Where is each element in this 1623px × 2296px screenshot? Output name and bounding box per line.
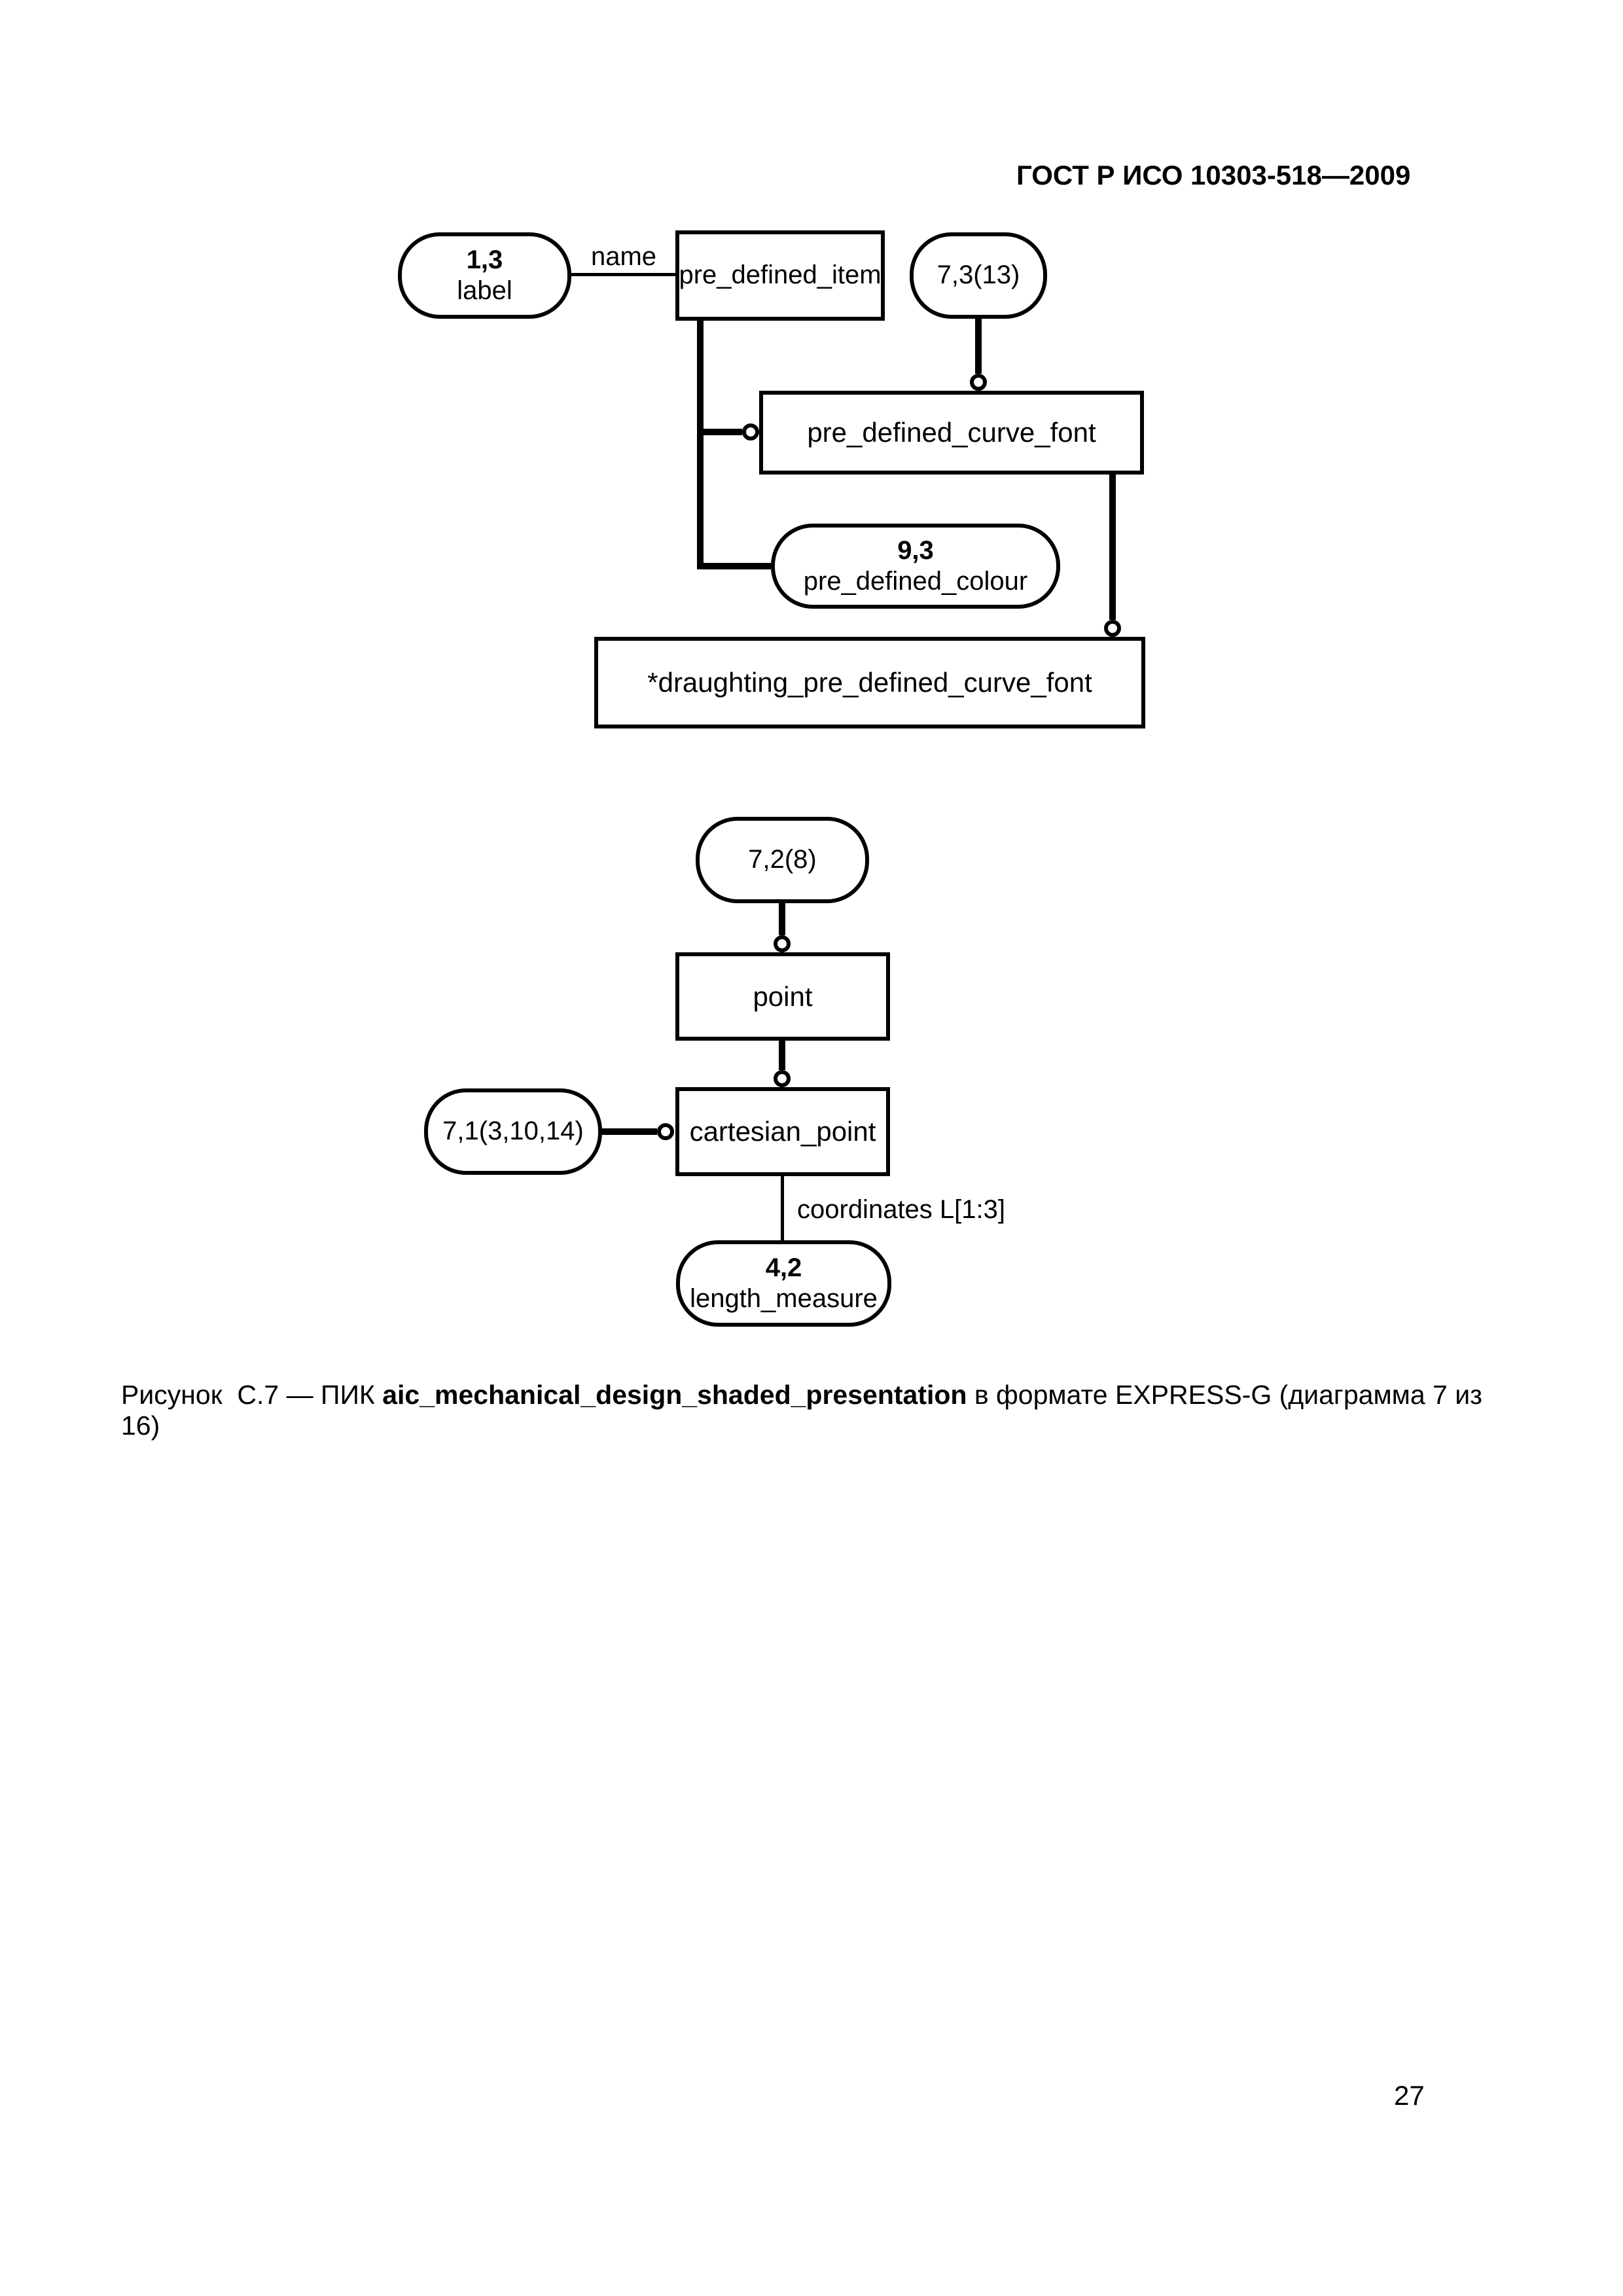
entity-box-cartesian-point: cartesian_point [675, 1087, 890, 1176]
page-ref-number: 9,3 [897, 535, 934, 565]
subtype-circle-marker [657, 1123, 674, 1140]
edge-coordinates-label: coordinates L[1:3] [797, 1195, 1005, 1224]
edge-coordinates-line [781, 1176, 784, 1240]
page-ref-oval-length-measure: 4,2 length_measure [676, 1240, 891, 1327]
subtype-line-7-1-to-cartesian [602, 1128, 657, 1135]
page-ref-oval-7-2-8: 7,2(8) [696, 817, 869, 903]
page-number: 27 [1394, 2080, 1425, 2111]
subtype-circle-marker [774, 935, 791, 952]
subtype-circle-marker [970, 374, 987, 391]
subtype-circle-marker [1104, 620, 1121, 637]
entity-box-draughting-pre-defined-curve-font: *draughting_pre_defined_curve_font [594, 637, 1145, 728]
entity-box-pre-defined-curve-font: pre_defined_curve_font [759, 391, 1144, 475]
subtype-circle-marker [774, 1070, 791, 1087]
page-ref-number: 1,3 [466, 245, 503, 274]
page-ref-number: 4,2 [765, 1253, 802, 1282]
subtype-line-7-2-to-point [779, 903, 785, 935]
page-ref-oval-label: 1,3 label [398, 232, 571, 319]
page-ref-oval-pre-defined-colour: 9,3 pre_defined_colour [771, 524, 1060, 609]
subtype-branch-to-colour-oval [697, 563, 771, 569]
caption-prefix: Рисунок С.7 — ПИК [121, 1380, 383, 1410]
subtype-spine-line [697, 321, 704, 569]
edge-name-label: name [590, 242, 657, 271]
subtype-line-7-3-to-curve-font [975, 319, 982, 374]
edge-name-line [571, 273, 675, 276]
figure-caption: Рисунок С.7 — ПИК aic_mechanical_design_… [121, 1380, 1522, 1441]
subtype-circle-marker [742, 423, 759, 440]
caption-suffix: в формате EXPRESS-G (диаграмма 7 из 16) [121, 1380, 1490, 1441]
page-ref-entity: label [457, 276, 512, 305]
subtype-line-to-draughting [1109, 475, 1116, 620]
document-header: ГОСТ Р ИСО 10303-518—2009 [1016, 160, 1411, 190]
page-ref-oval-7-1: 7,1(3,10,14) [424, 1088, 602, 1175]
entity-box-point: point [675, 952, 890, 1041]
page-ref-entity: pre_defined_colour [803, 567, 1028, 596]
caption-schema-name: aic_mechanical_design_shaded_presentatio… [382, 1380, 967, 1410]
entity-box-pre-defined-item: pre_defined_item [675, 230, 885, 321]
page-ref-oval-7-3-13: 7,3(13) [910, 232, 1047, 319]
subtype-branch-to-curve-font [697, 429, 742, 435]
subtype-line-point-to-cartesian [779, 1041, 785, 1070]
page-ref-entity: length_measure [690, 1284, 878, 1313]
